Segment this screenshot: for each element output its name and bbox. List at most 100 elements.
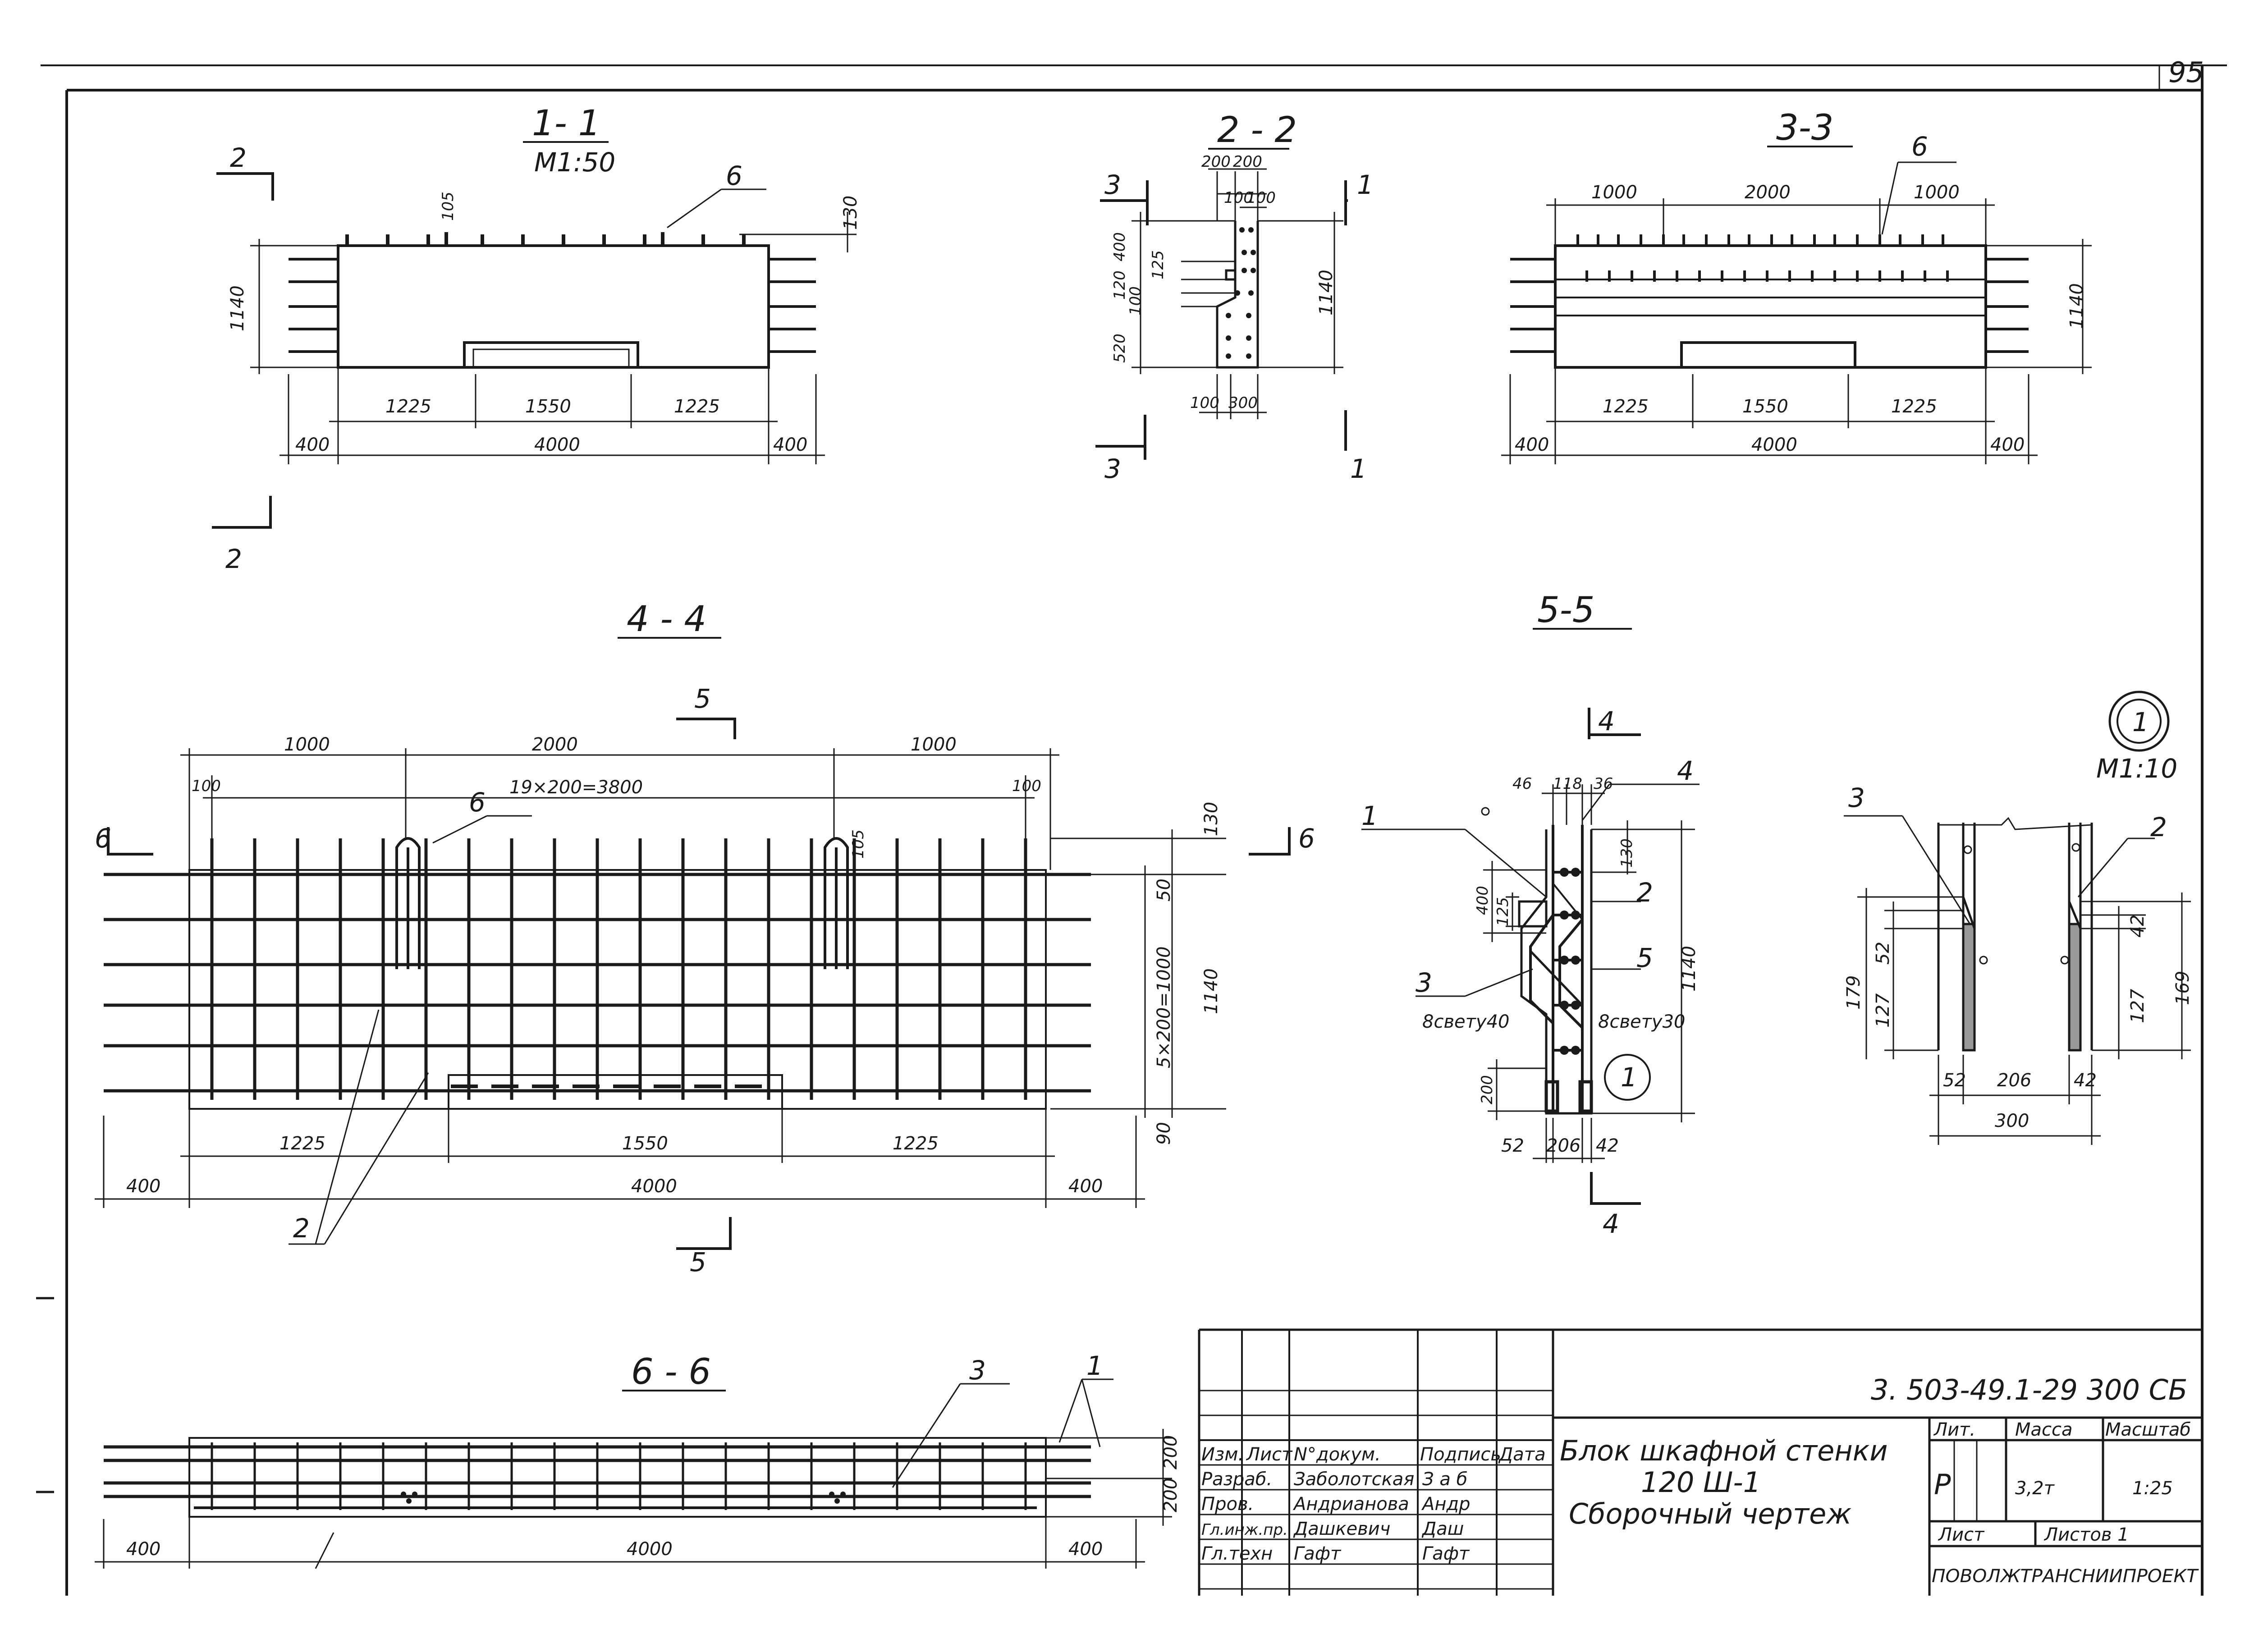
svg-text:200: 200 <box>1160 1435 1181 1469</box>
svg-text:400: 400 <box>773 435 807 455</box>
svg-text:1140: 1140 <box>1679 946 1700 992</box>
svg-text:42: 42 <box>1596 1135 1619 1156</box>
svg-text:400: 400 <box>1068 1176 1103 1197</box>
svg-text:4000: 4000 <box>631 1176 677 1197</box>
svg-text:Гафт: Гафт <box>1294 1543 1342 1564</box>
svg-text:Гл.инж.пр.: Гл.инж.пр. <box>1201 1521 1288 1539</box>
svg-text:Андрианова: Андрианова <box>1292 1494 1409 1515</box>
section-title: 6 - 6 <box>631 1352 711 1392</box>
svg-text:105: 105 <box>439 192 457 221</box>
svg-text:5×200=1000: 5×200=1000 <box>1154 946 1174 1068</box>
svg-text:206: 206 <box>1997 1070 2031 1091</box>
svg-text:Подпись: Подпись <box>1420 1444 1501 1465</box>
svg-text:1000: 1000 <box>911 734 957 755</box>
svg-text:1140: 1140 <box>227 285 248 331</box>
svg-text:6: 6 <box>1298 823 1315 854</box>
svg-text:130: 130 <box>1201 802 1222 836</box>
svg-text:4: 4 <box>1598 706 1615 737</box>
svg-text:1140: 1140 <box>2066 283 2087 329</box>
svg-text:36: 36 <box>1594 775 1613 793</box>
svg-text:1225: 1225 <box>1891 396 1937 417</box>
svg-text:4000: 4000 <box>1751 435 1797 455</box>
svg-text:Лист: Лист <box>1938 1524 1985 1545</box>
svg-text:Блок шкафной стенки: Блок шкафной стенки <box>1560 1434 1888 1467</box>
svg-text:127: 127 <box>1873 993 1893 1028</box>
svg-text:1140: 1140 <box>1201 968 1222 1014</box>
section-scale: М1:50 <box>534 147 615 178</box>
svg-text:120: 120 <box>1111 270 1129 300</box>
svg-text:1: 1 <box>1086 1350 1103 1381</box>
svg-text:5: 5 <box>690 1247 706 1277</box>
svg-text:6: 6 <box>469 787 486 818</box>
svg-text:105: 105 <box>849 829 867 859</box>
svg-text:Р: Р <box>1934 1468 1951 1501</box>
svg-text:50: 50 <box>1154 879 1174 902</box>
svg-text:5: 5 <box>1636 943 1653 973</box>
svg-text:130: 130 <box>840 196 861 230</box>
page-number: 95 <box>2168 56 2204 89</box>
svg-text:1140: 1140 <box>1316 270 1337 316</box>
svg-text:Лист: Лист <box>1246 1444 1293 1465</box>
section-6-6: 6 - 6 <box>95 1350 1181 1569</box>
svg-text:19×200=3800: 19×200=3800 <box>509 777 643 798</box>
svg-text:520: 520 <box>1111 334 1129 363</box>
svg-text:2: 2 <box>2150 812 2167 842</box>
svg-text:М1:10: М1:10 <box>2096 753 2177 784</box>
svg-text:100: 100 <box>1246 189 1276 207</box>
svg-text:400: 400 <box>1068 1539 1103 1560</box>
svg-text:1000: 1000 <box>1914 182 1960 203</box>
svg-text:4: 4 <box>1603 1208 1619 1239</box>
svg-text:300: 300 <box>1228 394 1258 412</box>
svg-text:ПОВОЛЖТРАНСНИИПРОЕКТ: ПОВОЛЖТРАНСНИИПРОЕКТ <box>1932 1566 2199 1587</box>
svg-text:1: 1 <box>1621 1062 1637 1093</box>
svg-text:8свету40: 8свету40 <box>1422 1011 1510 1032</box>
svg-text:Лит.: Лит. <box>1933 1419 1975 1440</box>
svg-text:1000: 1000 <box>1591 182 1637 203</box>
svg-text:400: 400 <box>1111 232 1129 261</box>
svg-text:400: 400 <box>126 1539 160 1560</box>
svg-text:46: 46 <box>1512 775 1532 793</box>
section-1-1: 1- 1 М1:50 <box>212 103 861 574</box>
svg-text:200: 200 <box>1233 153 1262 171</box>
svg-text:52: 52 <box>1943 1070 1966 1091</box>
svg-text:Гафт: Гафт <box>1422 1543 1470 1564</box>
svg-text:206: 206 <box>1546 1135 1581 1156</box>
svg-text:300: 300 <box>1995 1111 2029 1131</box>
section-title: 1- 1 <box>532 103 600 144</box>
section-title: 5-5 <box>1537 590 1594 631</box>
svg-text:100: 100 <box>1224 189 1253 207</box>
svg-text:N°докум.: N°докум. <box>1294 1444 1381 1465</box>
svg-text:1: 1 <box>1357 169 1374 200</box>
svg-text:2000: 2000 <box>1745 182 1791 203</box>
svg-text:125: 125 <box>1149 250 1167 279</box>
svg-text:Сборочный чертеж: Сборочный чертеж <box>1569 1497 1851 1530</box>
svg-text:200: 200 <box>1478 1075 1496 1104</box>
svg-text:4000: 4000 <box>534 435 580 455</box>
title-block: Изм. Лист N°докум. Подпись Дата Разраб. … <box>1198 1328 2202 1596</box>
svg-text:42: 42 <box>2074 1070 2097 1091</box>
svg-text:100: 100 <box>1012 777 1041 795</box>
svg-text:Масштаб: Масштаб <box>2105 1419 2191 1440</box>
svg-text:52: 52 <box>1501 1135 1524 1156</box>
svg-text:Изм.: Изм. <box>1201 1444 1244 1465</box>
svg-text:400: 400 <box>1474 886 1492 915</box>
svg-text:1550: 1550 <box>622 1133 668 1154</box>
svg-text:3: 3 <box>1104 169 1121 200</box>
section-title: 4 - 4 <box>627 599 706 640</box>
svg-text:127: 127 <box>2127 988 2148 1023</box>
svg-text:Пров.: Пров. <box>1201 1494 1254 1515</box>
sheet-frame <box>36 64 2227 1596</box>
svg-text:Гл.техн: Гл.техн <box>1201 1543 1273 1564</box>
svg-text:6: 6 <box>1911 131 1928 162</box>
svg-text:42: 42 <box>2127 915 2148 938</box>
svg-text:3: 3 <box>1416 967 1432 998</box>
svg-text:Масса: Масса <box>2015 1419 2073 1440</box>
svg-text:2: 2 <box>230 142 247 173</box>
svg-text:118: 118 <box>1553 775 1582 793</box>
svg-text:179: 179 <box>1843 975 1864 1010</box>
svg-text:1000: 1000 <box>284 734 330 755</box>
svg-text:2: 2 <box>1636 877 1653 908</box>
svg-text:200: 200 <box>1201 153 1231 171</box>
svg-text:Даш: Даш <box>1421 1519 1464 1539</box>
